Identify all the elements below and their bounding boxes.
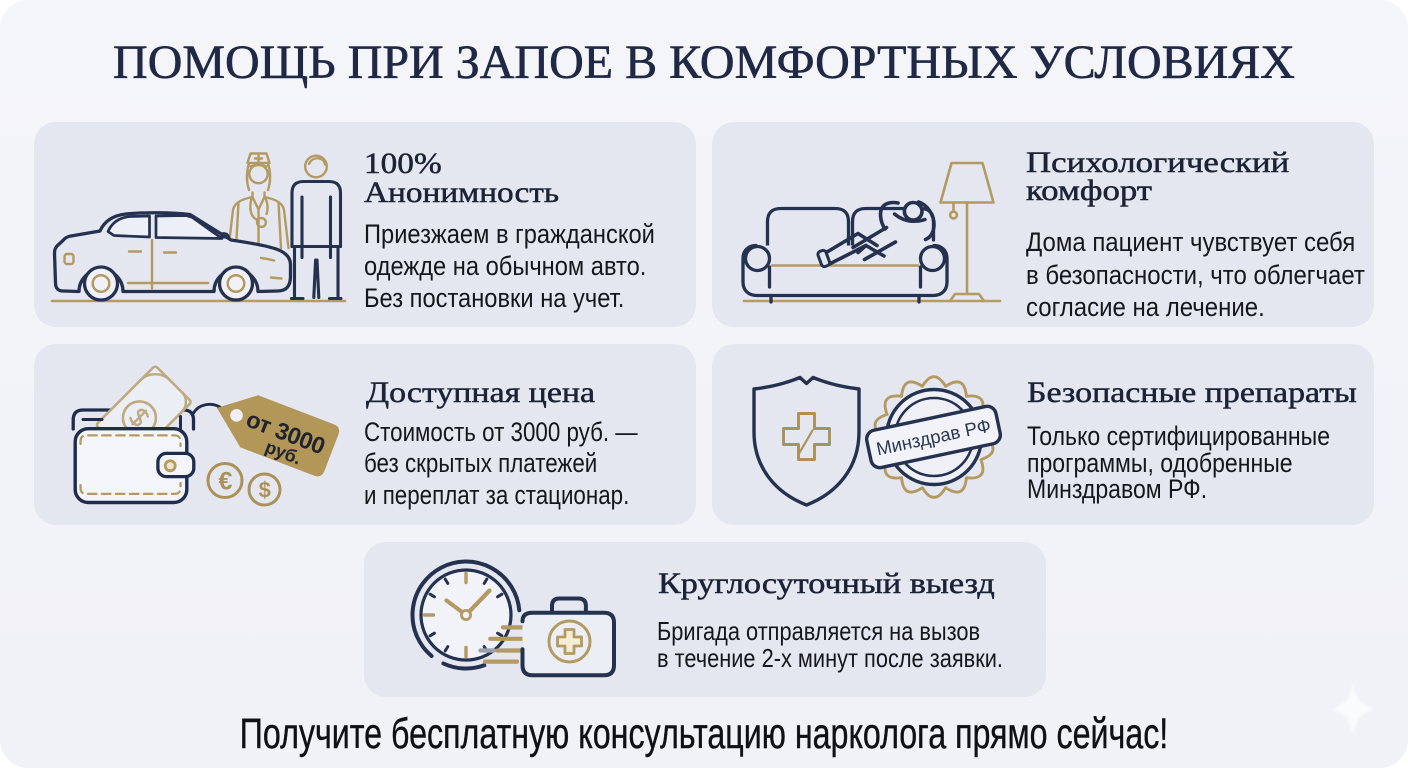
svg-text:$: $	[259, 478, 271, 503]
svg-text:€: €	[219, 468, 233, 496]
